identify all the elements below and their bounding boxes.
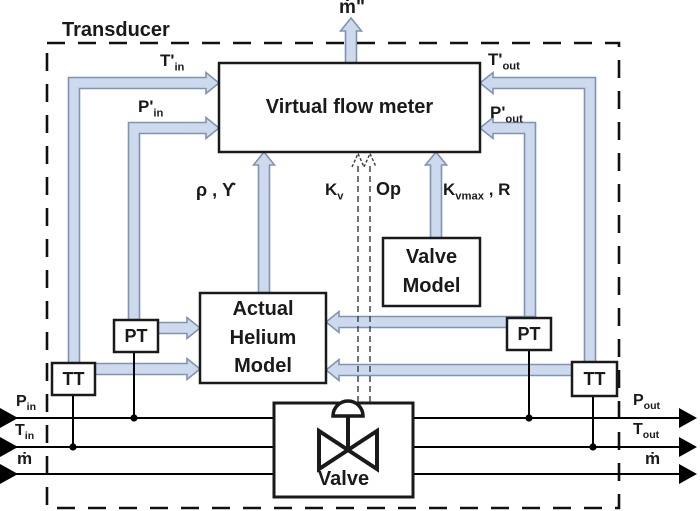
t-out-label: T'out	[488, 50, 520, 73]
pt-left-box	[112, 318, 160, 354]
valve-label: Valve	[317, 467, 370, 490]
tap-junction-dot	[525, 414, 533, 422]
tt-left-box	[50, 361, 97, 397]
outlet-arrowhead-p	[679, 408, 697, 428]
signal-arrow-t-out	[478, 70, 597, 375]
outlet-arrowhead-t	[679, 437, 697, 457]
virtual-flow-meter-label: Virtual flow meter	[265, 96, 434, 118]
inlet-arrowhead-p	[0, 408, 18, 428]
helium-model-label: Actual Helium Model	[229, 298, 297, 378]
kv-label: Kv	[325, 180, 344, 203]
mdot-out-port-label: ṁ	[645, 449, 661, 468]
p-out-label: P'out	[490, 103, 523, 126]
inlet-arrowhead-t	[0, 437, 18, 457]
signal-arrow-pt-left	[157, 315, 202, 341]
helium-model-box	[198, 291, 328, 385]
t-out-port-label: Tout	[633, 421, 660, 442]
pt-right-label: PT	[517, 323, 541, 344]
mdot-in-port-label: ṁ	[17, 449, 33, 468]
tap-junction-dot	[589, 443, 597, 451]
p-out-port-label: Pout	[633, 392, 661, 413]
tt-left-label: TT	[62, 368, 85, 389]
signal-arrow-p-out	[478, 115, 537, 320]
signal-arrow-tt-left	[94, 356, 202, 382]
valve-symbol-actuator-dome	[331, 399, 365, 418]
pt-left-label: PT	[124, 325, 148, 346]
kvmax-r-label: Kvmax , R	[443, 180, 511, 203]
t-in-label: T'in	[160, 51, 185, 74]
valve-model-box	[381, 236, 482, 308]
tt-right-label: TT	[583, 368, 606, 389]
inlet-arrowhead-mdot	[0, 464, 18, 484]
kv-dashed-arrowhead	[351, 151, 365, 168]
valve-symbol-right-triangle	[344, 427, 379, 473]
op-label: Op	[376, 179, 401, 199]
valve-symbol-left-triangle	[317, 427, 352, 473]
signal-arrow-rho-gamma	[251, 150, 277, 295]
tap-junction-dot	[130, 414, 138, 422]
mdot-estimate-label: ṁ"	[339, 0, 365, 18]
valve-model-label: Valve Model	[402, 246, 461, 297]
signal-arrow-mdot-estimate	[338, 16, 364, 65]
signal-arrow-tt-right	[324, 357, 597, 383]
signal-arrow-p-in	[127, 115, 221, 322]
tt-right-box	[570, 360, 619, 398]
outlet-arrowhead-mdot	[679, 464, 697, 484]
p-in-label: P'in	[138, 97, 164, 120]
signal-arrow-t-in	[67, 70, 221, 365]
t-in-port-label: Tin	[15, 422, 35, 443]
rho-gamma-label: ρ , ϒ	[196, 180, 236, 200]
signal-arrow-pt-right	[324, 309, 537, 335]
p-in-port-label: Pin	[16, 393, 37, 414]
transducer-frame-label: Transducer	[62, 19, 170, 41]
pt-right-box	[505, 316, 553, 352]
virtual-flow-meter-box	[217, 61, 482, 154]
op-dashed-arrowhead	[363, 151, 377, 168]
tap-junction-dot	[69, 443, 77, 451]
signal-arrow-kvmax-r	[423, 150, 449, 240]
transducer-boundary	[45, 41, 621, 510]
